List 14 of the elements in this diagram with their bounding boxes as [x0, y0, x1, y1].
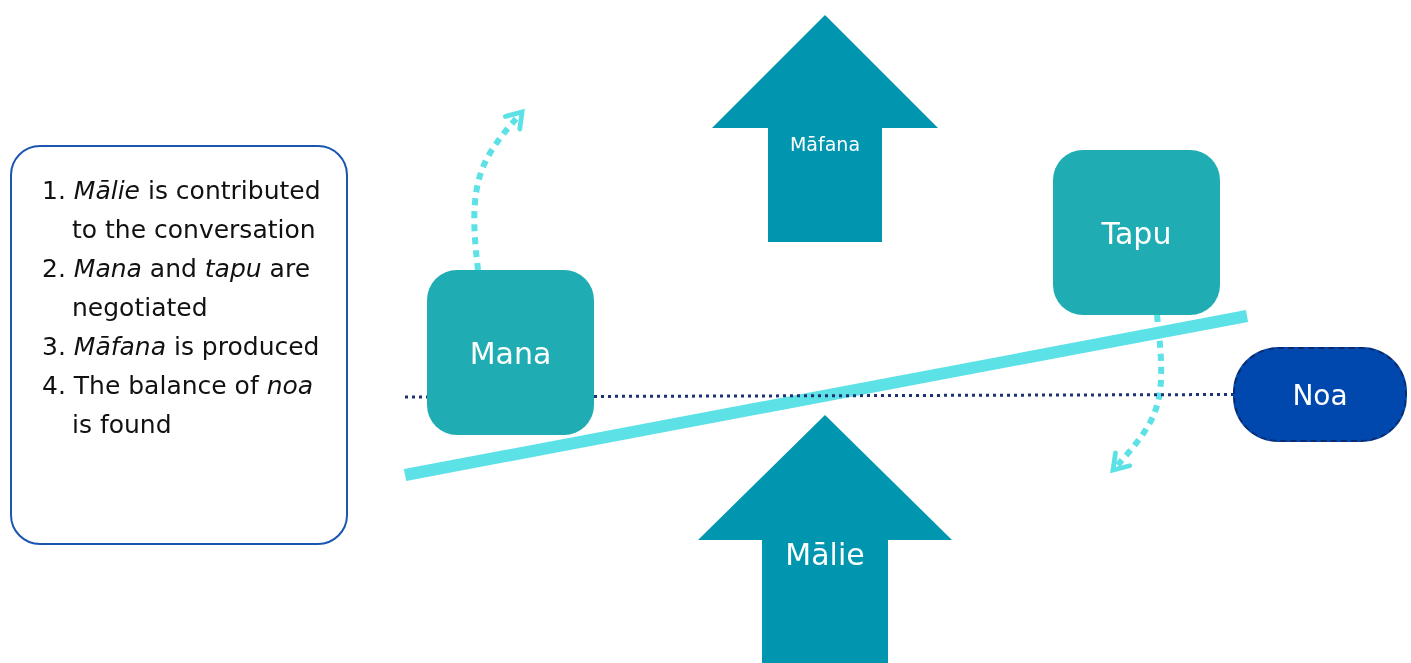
up-arrow-shape	[698, 415, 952, 663]
up-arrow-shape	[712, 15, 938, 242]
node-label: Noa	[1291, 378, 1349, 411]
numbered-list-panel	[10, 145, 348, 545]
rounded-box	[1053, 150, 1220, 315]
node-label: Mana	[468, 335, 553, 370]
dashed-arrow	[471, 109, 525, 271]
list-item: 3. Māfana is produced	[42, 331, 321, 363]
node-label: Mālie	[784, 537, 866, 572]
node-label: Māfana	[788, 133, 862, 155]
dashed-arrow	[1110, 314, 1165, 473]
node-label: Tapu	[1100, 215, 1173, 250]
rounded-box	[427, 270, 594, 435]
list-item: 4. The balance of noa is found	[42, 370, 315, 441]
